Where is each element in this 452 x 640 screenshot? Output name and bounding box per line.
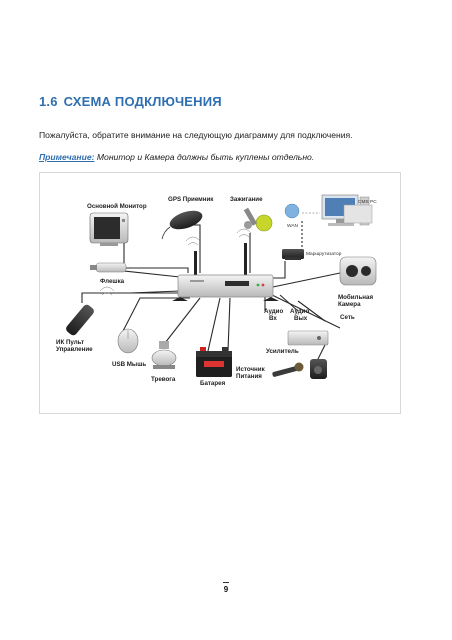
label-gps: GPS Приемник — [168, 196, 214, 203]
label-ignition: Зажигание — [230, 196, 263, 203]
connection-wires — [81, 221, 341, 366]
connection-diagram: Основной Монитор GPS Приемник Зажигание … — [39, 172, 401, 414]
battery-icon — [196, 347, 232, 377]
cms-pc-icon — [321, 194, 373, 226]
note-label: Примечание: — [39, 152, 95, 162]
label-wan: WAN — [287, 223, 299, 229]
label-mobile-camera-2: Камера — [338, 301, 361, 308]
section-heading: 1.6 СХЕМА ПОДКЛЮЧЕНИЯ — [39, 94, 222, 109]
label-usb-mouse: USB Мышь — [112, 361, 146, 368]
label-power-2: Питания — [236, 373, 262, 380]
ir-remote-icon — [66, 286, 115, 336]
section-title: СХЕМА ПОДКЛЮЧЕНИЯ — [63, 94, 222, 109]
amplifier-icon — [287, 330, 329, 346]
label-cms: CMS PC — [358, 199, 377, 205]
label-flash: Флешка — [100, 278, 125, 285]
label-router: Маршрутизатор — [306, 251, 342, 257]
label-monitor: Основной Монитор — [87, 203, 147, 210]
page-number-text: 9 — [223, 585, 229, 594]
page-number: 9 — [0, 582, 452, 594]
note-paragraph: Примечание: Монитор и Камера должны быть… — [39, 152, 314, 162]
microphone-icon — [272, 362, 304, 377]
usb-flash-icon — [90, 262, 127, 273]
gps-receiver-icon — [161, 210, 203, 240]
alarm-siren-icon — [151, 341, 177, 369]
monitor-icon — [89, 212, 129, 246]
mobile-camera-icon — [339, 256, 377, 286]
label-battery: Батарея — [200, 380, 226, 387]
label-audio-in-2: Вх — [269, 315, 277, 322]
label-audio-in-1: Аудио — [264, 308, 283, 315]
label-network: Сеть — [340, 314, 355, 321]
note-text: Монитор и Камера должны быть куплены отд… — [96, 152, 315, 162]
speaker-icon — [310, 359, 327, 379]
wan-globe-icon — [284, 203, 320, 219]
label-ir-remote-1: ИК Пульт — [56, 339, 84, 346]
label-ir-remote-2: Управление — [56, 346, 93, 353]
label-amplifier: Усилитель — [266, 348, 299, 355]
router-icon — [282, 249, 304, 260]
ignition-key-icon — [243, 207, 273, 232]
section-number: 1.6 — [39, 94, 58, 109]
page-number-rule — [223, 582, 229, 583]
label-audio-out-2: Вых — [294, 315, 308, 322]
label-mobile-camera-1: Мобильная — [338, 294, 373, 301]
dvr-unit — [172, 274, 279, 301]
label-power-1: Источник — [236, 366, 266, 373]
label-alarm: Тревога — [151, 376, 176, 383]
antenna-icon — [185, 228, 252, 277]
intro-paragraph: Пожалуйста, обратите внимание на следующ… — [39, 130, 353, 140]
label-audio-out-1: Аудио — [290, 308, 309, 315]
usb-mouse-icon — [117, 328, 139, 354]
